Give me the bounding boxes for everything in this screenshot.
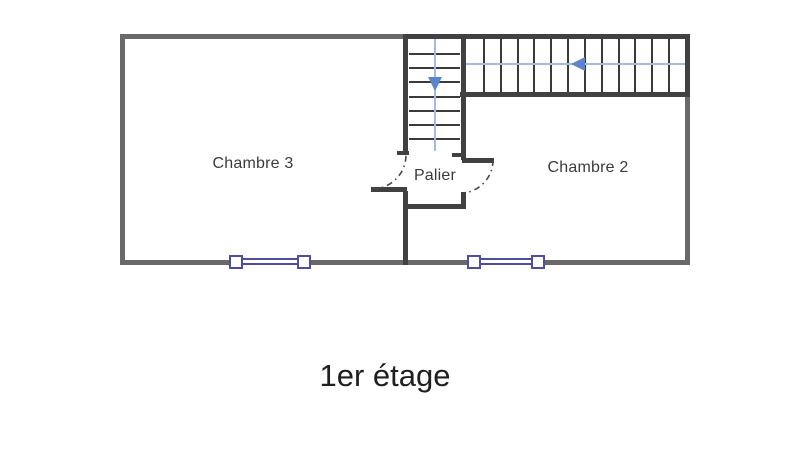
door-leaf-left [371,187,407,192]
door-arc-right [462,159,494,194]
window-glazing [479,258,533,265]
door-leaf-right [462,158,494,163]
stair-step-line [516,39,519,92]
partition-wall-below-palier [403,191,408,265]
stair-step-line [600,39,603,92]
palier-bottom-wall [403,204,465,209]
stair-step-line [567,39,570,92]
stair-arrow-left-icon [571,57,585,71]
room-label-chambre2: Chambre 2 [547,159,629,176]
window-frame-end [297,255,311,269]
stair-palier-right-wall [461,34,466,160]
window-glazing [241,258,299,265]
stair-top-wall [404,34,690,39]
stair-step-line [482,39,485,92]
chambre2-top-wall [460,92,690,97]
stair-step-line [550,39,553,92]
stair-step-line [634,39,637,92]
stair-step-line [533,39,536,92]
door-jamb-right [452,153,465,157]
door-arc-left [371,154,407,190]
stair-left-wall [403,34,408,155]
stair-right-wall [685,34,690,97]
window-frame-end [229,255,243,269]
stair-step-line [499,39,502,92]
room-label-palier: Palier [413,167,457,184]
page-title: 1er étage [319,358,451,393]
window-frame-end [531,255,545,269]
room-label-chambre3: Chambre 3 [212,155,294,172]
door-jamb-left [397,151,409,155]
stair-step-line [651,39,654,92]
stair-arrow-down-icon [428,77,442,91]
palier-right-lower-wall [461,192,466,209]
window-frame-end [467,255,481,269]
stair-direction-line-vertical [434,39,436,151]
stair-step-line [668,39,671,92]
stair-step-line [617,39,620,92]
